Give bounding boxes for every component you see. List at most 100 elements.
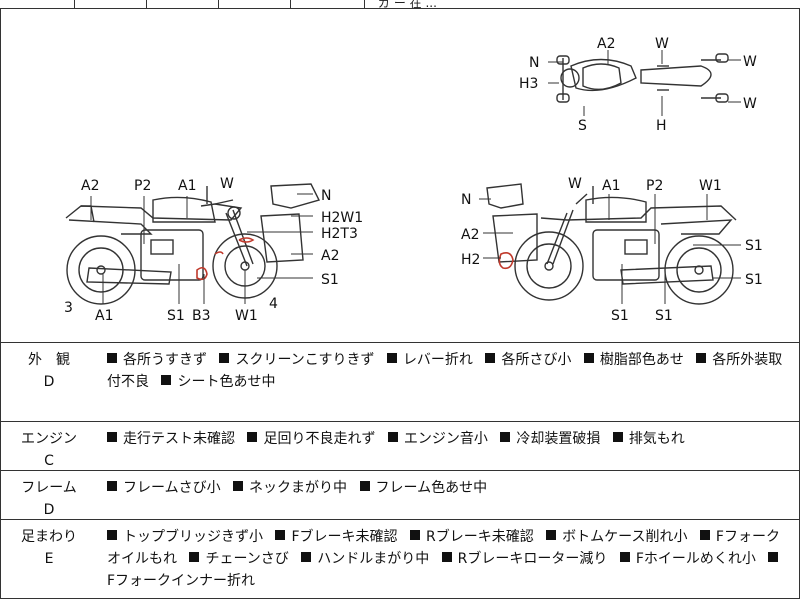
table-cell (218, 0, 291, 8)
condition-item: 走行テスト未確認 (107, 431, 235, 447)
table-cell (290, 0, 365, 8)
condition-item-text: 樹脂部色あせ (599, 352, 684, 368)
label-left-H2T3: H2T3 (321, 226, 358, 242)
label-left-N: N (321, 188, 331, 204)
bullet-square-icon (619, 552, 630, 562)
bullet-square-icon (696, 353, 707, 363)
condition-item-text: Fブレーキ未確認 (291, 529, 398, 545)
label-top-A2: A2 (597, 36, 615, 52)
label-top-H: H (656, 118, 667, 134)
condition-item: シート色あせ中 (161, 374, 275, 390)
condition-item: Fホイールめくれ小 (619, 551, 756, 567)
category-label: 足まわり (21, 529, 77, 545)
condition-item-text: レバー折れ (402, 352, 473, 368)
condition-item: 排気もれ (612, 431, 685, 447)
label-left-S1: S1 (321, 272, 339, 288)
label-right-S1-a: S1 (745, 238, 763, 254)
condition-item: スクリーンこすりきず (219, 352, 374, 368)
label-right-A2: A2 (461, 227, 479, 243)
grade-label: C (44, 453, 54, 469)
bullet-square-icon (612, 432, 623, 442)
category-cell: フレーム D (9, 477, 89, 521)
table-cell (0, 0, 75, 8)
label-left-A2: A2 (81, 178, 99, 194)
condition-item: 冷却装置破損 (500, 431, 600, 447)
condition-item: 樹脂部色あせ (583, 352, 684, 368)
category-label: フレーム (21, 480, 77, 496)
condition-item-text: ボトムケース削れ小 (562, 529, 688, 545)
label-top-N: N (529, 55, 539, 71)
label-right-P2: P2 (646, 178, 663, 194)
condition-item-text: トップブリッジきず小 (123, 529, 263, 545)
label-left-B3: B3 (192, 308, 211, 324)
condition-item-text: Fフォークインナー折れ (107, 573, 256, 589)
grade-label: D (43, 502, 55, 518)
item-list: トップブリッジきず小 Fブレーキ未確認 Rブレーキ未確認 ボトムケース削れ小 F… (107, 526, 791, 592)
motorcycle-diagram: A2 W N W H3 W S H A2 P2 A1 W N H2W1 H2T3… (64, 36, 763, 324)
motorcycle-right-view (486, 183, 737, 305)
condition-item: Fフォークオイルもれ (107, 529, 780, 567)
bullet-square-icon (107, 353, 117, 363)
table-cell (74, 0, 147, 8)
item-list: フレームさび小 ネックまがり中 フレーム色あせ中 (107, 477, 791, 499)
condition-item-text: ネックまがり中 (249, 480, 348, 496)
bullet-square-icon (386, 353, 397, 363)
item-list: 走行テスト未確認 足回り不良走れず エンジン音小 冷却装置破損 排気もれ (107, 428, 791, 450)
condition-item-text: フレームさび小 (123, 480, 221, 496)
condition-item-text: 冷却装置破損 (516, 431, 601, 447)
label-right-W: W (568, 176, 582, 192)
bullet-square-icon (546, 530, 557, 540)
bullet-square-icon (485, 353, 496, 363)
bullet-square-icon (699, 530, 710, 540)
condition-item-text: フレーム色あせ中 (375, 480, 488, 496)
condition-item: 各所さび小 (485, 352, 571, 368)
bullet-square-icon (359, 481, 370, 491)
label-left-A1-lower: A1 (95, 308, 113, 324)
bullet-square-icon (301, 552, 312, 562)
condition-item-text: Rブレーキ未確認 (425, 529, 534, 545)
condition-item: Fブレーキ未確認 (275, 529, 398, 545)
condition-item: ハンドルまがり中 (301, 551, 429, 567)
condition-row: フレーム D フレームさび小 ネックまがり中 フレーム色あせ中 (0, 471, 800, 520)
condition-item-text: 各所うすきず (123, 352, 207, 368)
bullet-square-icon (233, 481, 244, 491)
label-top-H3: H3 (519, 76, 538, 92)
label-left-3: 3 (64, 300, 73, 316)
condition-item-text: スクリーンこすりきず (235, 352, 375, 368)
condition-item: Rブレーキ未確認 (409, 529, 534, 545)
condition-item-text: チェーンさび (205, 551, 289, 567)
condition-item: エンジン音小 (387, 431, 488, 447)
motorcycle-left-view (65, 183, 321, 305)
bullet-square-icon (107, 432, 117, 442)
bullet-square-icon (275, 530, 286, 540)
damage-mark (214, 251, 224, 255)
condition-row: エンジン C 走行テスト未確認 足回り不良走れず エンジン音小 冷却装置破損 排… (0, 422, 800, 471)
grade-label: D (43, 374, 55, 390)
condition-item-text: Rブレーキローター減り (457, 551, 608, 567)
condition-item: チェーンさび (189, 551, 289, 567)
bullet-square-icon (409, 530, 420, 540)
condition-item-text: Fホイールめくれ小 (635, 551, 756, 567)
damage-mark (196, 266, 208, 281)
label-left-W: W (220, 176, 234, 192)
top-fragment-text: ガ ー 在 ... (378, 0, 437, 10)
condition-item: トップブリッジきず小 (107, 529, 263, 545)
condition-item-text: ハンドルまがり中 (317, 551, 430, 567)
label-top-W-right: W (743, 54, 757, 70)
item-list: 各所うすきず スクリーンこすりきず レバー折れ 各所さび小 樹脂部色あせ 各所外… (107, 349, 791, 393)
motorcycle-top-view (556, 53, 729, 103)
condition-item: 足回り不良走れず (247, 431, 375, 447)
bullet-square-icon (387, 432, 398, 442)
condition-item: 各所外装取付不良 (107, 352, 782, 390)
bullet-square-icon (500, 432, 511, 442)
condition-item: Fフォークインナー折れ (107, 551, 784, 589)
bullet-square-icon (107, 481, 117, 491)
condition-item-text: 各所さび小 (501, 352, 572, 368)
condition-item: レバー折れ (386, 352, 473, 368)
bullet-square-icon (189, 552, 200, 562)
condition-item-text: シート色あせ中 (177, 374, 276, 390)
condition-item-text: 足回り不良走れず (263, 431, 376, 447)
label-left-W1: W1 (235, 308, 258, 324)
label-right-S1-b: S1 (745, 272, 763, 288)
